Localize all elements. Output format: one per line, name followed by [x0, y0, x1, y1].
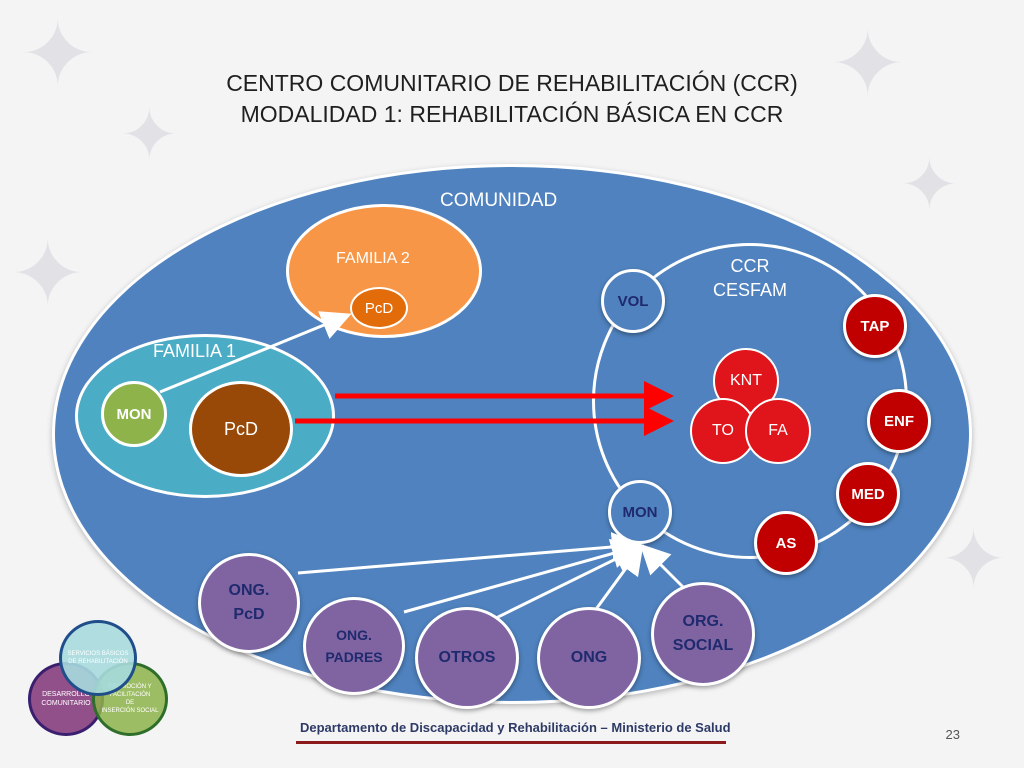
arrow-otros-to-mon [491, 545, 644, 622]
familia-1-pcd-label: PcD [223, 418, 258, 439]
arrow-mon-to-familia2-pcd [159, 311, 352, 394]
slide-title: CENTRO COMUNITARIO DE REHABILITACIÓN (CC… [0, 68, 1024, 130]
arrow-org-social-to-mon [639, 543, 688, 592]
leaf-decoration: ✦ [120, 96, 179, 174]
med-node: MED [836, 462, 900, 526]
familia-2-pcd-label: PcD [364, 299, 394, 317]
venn-left-line-1: DESARROLLO [42, 691, 90, 698]
med-label: MED [851, 485, 885, 503]
venn-right-line-3: DE [125, 700, 135, 706]
tap-label: TAP [860, 317, 890, 335]
venn-logo: DESARROLLO COMUNITARIO PROMOCIÓN Y FACIL… [26, 620, 172, 738]
comunidad-label: COMUNIDAD [440, 190, 558, 211]
leaf-decoration: ✦ [830, 15, 906, 115]
ccr-label-line-1: CCR [730, 256, 770, 276]
arrow-ong-to-mon [592, 544, 644, 613]
fa-node: FA [745, 398, 811, 464]
ong-padres-node: ONG. PADRES [303, 597, 405, 695]
familia-2-label: FAMILIA 2 [336, 250, 410, 267]
arrow-ong-pcd-to-mon [297, 532, 642, 575]
title-line-2: MODALIDAD 1: REHABILITACIÓN BÁSICA EN CC… [240, 101, 784, 127]
familia-1-pcd-node: PcD [189, 381, 293, 477]
footer-department: Departamento de Discapacidad y Rehabilit… [300, 720, 731, 735]
enf-node: ENF [867, 389, 931, 453]
venn-right-line-4: INSERCIÓN SOCIAL [101, 708, 159, 714]
vol-node: VOL [601, 269, 665, 333]
ccr-mon-label: MON [622, 503, 658, 521]
leaf-decoration: ✦ [940, 515, 1008, 604]
vol-label: VOL [617, 292, 649, 310]
ong-padres-line-2: PADRES [325, 649, 383, 665]
venn-top-circle: SERVICIOS BÁSICOS DE REHABILITACIÓN [59, 620, 137, 696]
footer-divider [296, 741, 726, 744]
ong-pcd-line-2: PcD [233, 606, 265, 623]
as-node: AS [754, 511, 818, 575]
title-line-1: CENTRO COMUNITARIO DE REHABILITACIÓN (CC… [226, 70, 798, 96]
arrow-ong-padres-to-mon [403, 539, 642, 614]
ong-padres-line-1: ONG. [336, 627, 372, 643]
familia-2-pcd-node: PcD [350, 287, 408, 329]
leaf-decoration: ✦ [10, 225, 86, 325]
ong-node: ONG [537, 607, 641, 709]
leaf-decoration: ✦ [20, 5, 96, 105]
org-social-node: ORG. SOCIAL [651, 582, 755, 686]
familia-1-mon-node: MON [101, 381, 167, 447]
org-social-line-2: SOCIAL [672, 637, 734, 654]
org-social-line-1: ORG. [682, 613, 724, 630]
familia-1-label: FAMILIA 1 [153, 341, 237, 361]
venn-top-line-2: DE REHABILITACIÓN [68, 659, 128, 665]
page-number: 23 [945, 727, 960, 742]
to-label: TO [712, 422, 734, 439]
ong-pcd-line-1: ONG. [228, 582, 270, 599]
otros-label: OTROS [438, 649, 496, 666]
venn-right-line-1: PROMOCIÓN Y [108, 684, 152, 690]
fa-label: FA [768, 422, 788, 439]
ong-label: ONG [570, 649, 608, 666]
ong-pcd-node: ONG. PcD [198, 553, 300, 653]
as-label: AS [775, 534, 797, 552]
ccr-label-line-2: CESFAM [712, 280, 787, 300]
knt-label: KNT [730, 372, 762, 389]
venn-left-line-2: COMUNITARIO [41, 700, 91, 707]
familia-1-mon-label: MON [116, 405, 152, 423]
otros-node: OTROS [415, 607, 519, 709]
tap-node: TAP [843, 294, 907, 358]
venn-top-line-1: SERVICIOS BÁSICOS [67, 651, 129, 657]
venn-right-line-2: FACILITACIÓN [109, 692, 151, 698]
ccr-label: CCR CESFAM [700, 254, 800, 302]
enf-label: ENF [884, 412, 914, 430]
leaf-decoration: ✦ [900, 146, 959, 224]
